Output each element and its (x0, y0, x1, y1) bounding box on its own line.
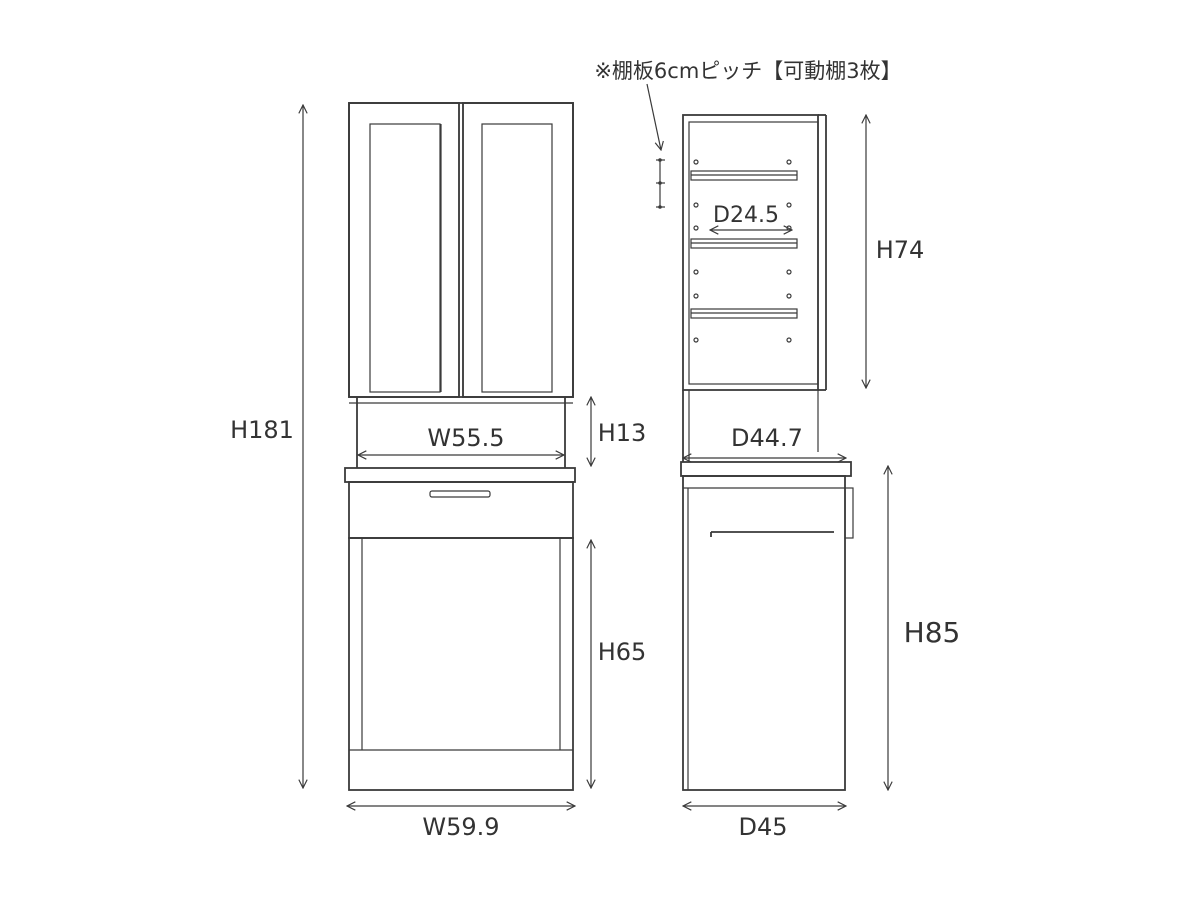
note-callout-arrow (646, 83, 661, 150)
front-left-door (348, 102, 460, 398)
front-lower-cabinet (348, 537, 574, 791)
front-left-door-glass (369, 123, 441, 393)
label-d45: D45 (738, 813, 787, 841)
drawer-handle (429, 490, 491, 498)
side-upper-hutch (682, 114, 819, 391)
label-h85: H85 (904, 616, 961, 649)
label-w55-5: W55.5 (427, 424, 504, 452)
side-view-cabinet (646, 83, 854, 791)
front-view-cabinet (344, 102, 576, 791)
label-h13: H13 (598, 419, 647, 447)
label-d44-7: D44.7 (731, 424, 803, 452)
label-d24-5: D24.5 (713, 203, 779, 228)
side-lower-cabinet (682, 475, 846, 791)
front-counter-top (344, 467, 576, 483)
shelf-pitch-indicator (656, 158, 665, 209)
label-w59-9: W59.9 (422, 813, 499, 841)
label-h65: H65 (598, 638, 647, 666)
front-right-door-glass (481, 123, 553, 393)
label-h181: H181 (230, 416, 294, 444)
label-shelf-note: ※棚板6cmピッチ【可動棚3枚】 (594, 59, 901, 83)
front-right-door (462, 102, 574, 398)
front-upper-hutch (348, 102, 574, 398)
side-counter-top (680, 461, 852, 477)
label-h74: H74 (876, 236, 925, 264)
shelf-pin-holes (693, 159, 792, 343)
